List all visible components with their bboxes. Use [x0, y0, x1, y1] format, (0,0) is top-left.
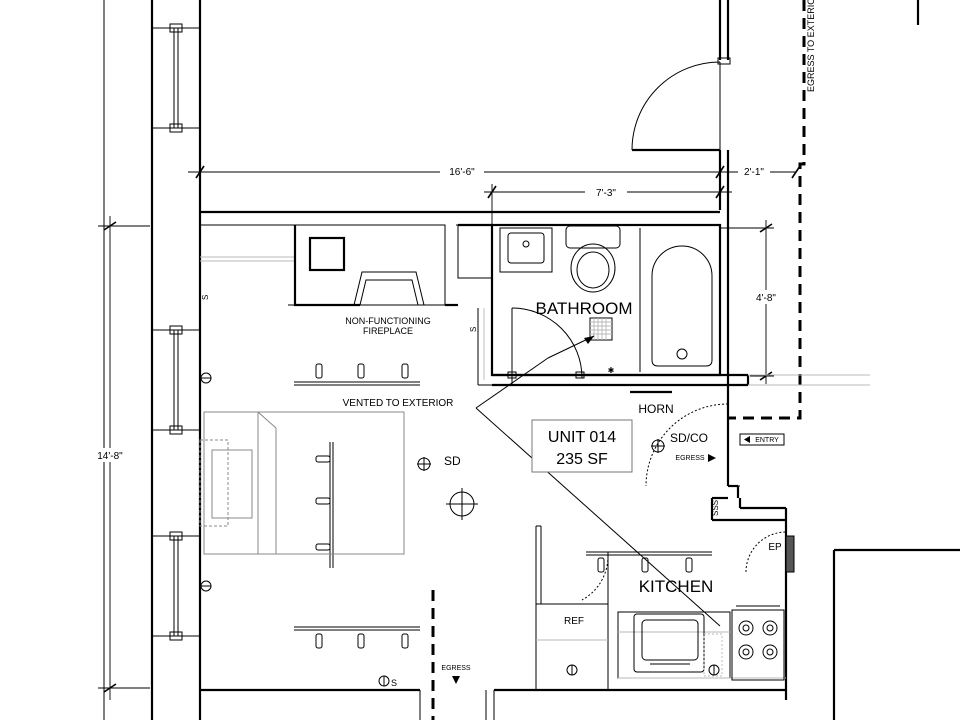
- dimension-corridor-width: 2'-1": [724, 164, 801, 179]
- range-cooktop: [731, 605, 785, 681]
- unit-tag: [531, 419, 633, 473]
- upper-walls: [718, 0, 920, 400]
- dimension-label-14-8: 14'-8": [97, 451, 123, 462]
- dimension-label-2-1: 2'-1": [744, 167, 764, 178]
- dimension-label-7-3: 7'-3": [596, 188, 616, 199]
- exhaust-fan-icon: ✱: [608, 366, 615, 375]
- ep-label: EP: [768, 542, 782, 553]
- outlet-symbols: [200, 372, 720, 687]
- horn-label: HORN: [638, 402, 673, 416]
- bathroom-walls: [477, 223, 750, 387]
- track-light-vertical: [315, 442, 334, 568]
- dimension-overall-width: 16'-6": [188, 160, 736, 212]
- egress-arrow-label: EGRESS: [675, 455, 705, 462]
- kitchen-label: KITCHEN: [639, 577, 714, 596]
- kitchen-door: [581, 552, 609, 690]
- upper-door-swing: [631, 57, 731, 152]
- window-lower: [152, 531, 200, 641]
- top-interior-wall: [200, 210, 720, 262]
- egress-down-arrow-icon: [452, 676, 460, 684]
- exterior-wall-left: [103, 0, 202, 720]
- track-light-bottom: [294, 626, 420, 649]
- ref-label: REF: [564, 616, 584, 627]
- electrical-panel: [745, 531, 795, 573]
- dimension-bathroom-depth: 4'-8": [720, 220, 784, 384]
- lower-walls: [200, 374, 960, 720]
- window-middle: [152, 325, 200, 435]
- bathtub: [639, 228, 713, 372]
- sss-label: SSS: [711, 500, 720, 516]
- smoke-detector: [417, 457, 431, 471]
- egress-bottom-label: EGRESS: [441, 665, 471, 672]
- entry-sign-label: ENTRY: [755, 437, 779, 444]
- egress-arrow-icon: [708, 454, 716, 462]
- ceiling-light: [446, 488, 478, 520]
- fireplace-label-line2: FIREPLACE: [363, 326, 413, 336]
- sdco-detector: [651, 439, 665, 453]
- switch-label-1: S: [201, 295, 210, 300]
- fireplace-label-line1: NON-FUNCTIONING: [345, 316, 431, 326]
- egress-to-exterior-label: EGRESS TO EXTERIOR: [806, 0, 816, 92]
- dimension-label-16-6: 16'-6": [449, 167, 475, 178]
- switch-label-2: S: [469, 327, 478, 332]
- dimension-overall-depth: 14'-8": [90, 216, 150, 700]
- egress-path-right: [728, 0, 806, 420]
- floor-drain-grid: [589, 317, 613, 341]
- vent-duct: [475, 335, 721, 627]
- kitchen-sink: [633, 613, 723, 677]
- sdco-label: SD/CO: [670, 431, 708, 445]
- entry-door: [645, 400, 788, 700]
- refrigerator: [535, 603, 609, 641]
- entry-sign: [739, 433, 785, 446]
- track-light-kitchen: [586, 551, 712, 573]
- kitchen-partition: [535, 525, 542, 690]
- dimension-label-4-8: 4'-8": [756, 293, 776, 304]
- bed: [199, 411, 405, 555]
- track-light-top: [294, 363, 420, 386]
- switch-label-3: S: [391, 678, 397, 688]
- bathroom-label: BATHROOM: [536, 299, 633, 318]
- sd-label: SD: [444, 454, 461, 468]
- toilet: [565, 225, 621, 293]
- vented-label: VENTED TO EXTERIOR: [343, 398, 454, 409]
- unit-name: UNIT 014: [548, 429, 616, 446]
- dimension-bathroom-width: 7'-3": [484, 184, 732, 226]
- kitchen-counter: [617, 611, 786, 679]
- fireplace: [288, 223, 492, 307]
- unit-area: 235 SF: [556, 451, 608, 468]
- window-upper: [152, 23, 200, 133]
- bathroom-door: [507, 307, 585, 385]
- bathroom-sink: [499, 227, 553, 273]
